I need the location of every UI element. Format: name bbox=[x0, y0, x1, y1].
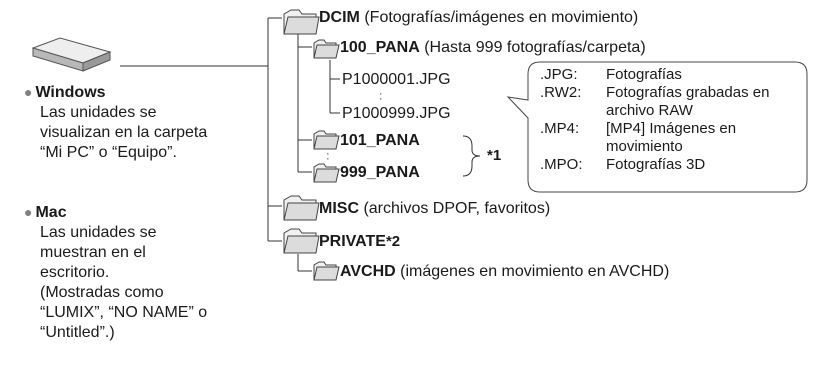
folder-icon bbox=[313, 163, 340, 183]
extension-desc: [MP4] Imágenes en movimiento bbox=[606, 120, 737, 155]
folder-desc: (Hasta 999 fotografías/carpeta) bbox=[419, 39, 646, 56]
mac-line: “Untitled”.) bbox=[40, 324, 115, 341]
tree-item-avchd: AVCHD (imágenes en movimiento en AVCHD) bbox=[340, 262, 669, 282]
folder-icon bbox=[313, 39, 340, 59]
folder-icon bbox=[283, 9, 320, 35]
windows-title: Windows bbox=[35, 84, 106, 101]
mac-title: Mac bbox=[35, 204, 67, 221]
mac-line: “LUMIX”, “NO NAME” o bbox=[40, 304, 208, 321]
folder-name: DCIM bbox=[319, 9, 360, 26]
file-last: P1000999.JPG bbox=[342, 105, 451, 122]
mac-line: Las unidades se bbox=[40, 224, 157, 241]
folder-icon bbox=[283, 195, 320, 221]
windows-line: Las unidades se bbox=[40, 104, 157, 121]
extension-desc: Fotografías grabadas en archivo RAW bbox=[606, 84, 770, 119]
footnote-2: *2 bbox=[385, 233, 401, 250]
folder-desc: (Fotografías/imágenes en movimiento) bbox=[359, 9, 639, 26]
extension-row: .JPG: Fotografías bbox=[540, 66, 800, 84]
folder-name: MISC bbox=[319, 200, 359, 217]
footnote-label: *1 bbox=[487, 147, 502, 164]
tree-item-100-pana: 100_PANA (Hasta 999 fotografías/carpeta) bbox=[340, 38, 646, 58]
tree-item-misc: MISC (archivos DPOF, favoritos) bbox=[319, 199, 550, 219]
folder-icon bbox=[283, 228, 320, 254]
extension-key: .RW2: bbox=[540, 84, 582, 101]
drive-icon bbox=[31, 37, 112, 72]
extension-row: .MP4: [MP4] Imágenes en movimiento bbox=[540, 120, 800, 156]
mac-line: escritorio. bbox=[40, 264, 110, 281]
folder-icon bbox=[313, 130, 340, 150]
extension-key: .MP4: bbox=[540, 120, 580, 137]
windows-line: “Mi PC” o “Equipo”. bbox=[40, 144, 177, 161]
bullet-icon: ● bbox=[24, 204, 33, 220]
bullet-icon: ● bbox=[24, 84, 33, 100]
extension-row: .RW2: Fotografías grabadas en archivo RA… bbox=[540, 84, 800, 120]
windows-section: ●Windows Las unidades se visualizan en l… bbox=[24, 82, 254, 163]
mac-line: muestran en el bbox=[40, 244, 146, 261]
ellipsis-icon: ·· bbox=[326, 148, 330, 165]
mac-section: ●Mac Las unidades se muestran en el escr… bbox=[24, 202, 254, 343]
footnote-1: *1 bbox=[487, 147, 501, 164]
tree-item-101-pana: 101_PANA bbox=[340, 132, 420, 149]
mac-line: (Mostradas como bbox=[40, 284, 164, 301]
folder-name: 100_PANA bbox=[340, 39, 420, 56]
tree-item-dcim: DCIM (Fotografías/imágenes en movimiento… bbox=[319, 8, 638, 28]
windows-line: visualizan en la carpeta bbox=[40, 124, 208, 141]
file-first: P1000001.JPG bbox=[342, 71, 451, 88]
folder-name: PRIVATE bbox=[319, 233, 386, 250]
ellipsis-icon: ·· bbox=[379, 88, 383, 105]
folder-desc: (archivos DPOF, favoritos) bbox=[359, 200, 551, 217]
folder-name: AVCHD bbox=[340, 263, 396, 280]
extension-key: .JPG: bbox=[540, 66, 578, 83]
extension-list: .JPG: Fotografías .RW2: Fotografías grab… bbox=[540, 66, 800, 174]
extension-desc: Fotografías 3D bbox=[606, 156, 706, 173]
extension-desc: Fotografías bbox=[606, 66, 682, 83]
tree-item-999-pana: 999_PANA bbox=[340, 164, 420, 181]
tree-item-private: PRIVATE*2 bbox=[319, 232, 400, 252]
folder-icon bbox=[313, 261, 340, 281]
extension-key: .MPO: bbox=[540, 156, 583, 173]
extension-row: .MPO: Fotografías 3D bbox=[540, 156, 800, 174]
folder-desc: (imágenes en movimiento en AVCHD) bbox=[395, 263, 670, 280]
